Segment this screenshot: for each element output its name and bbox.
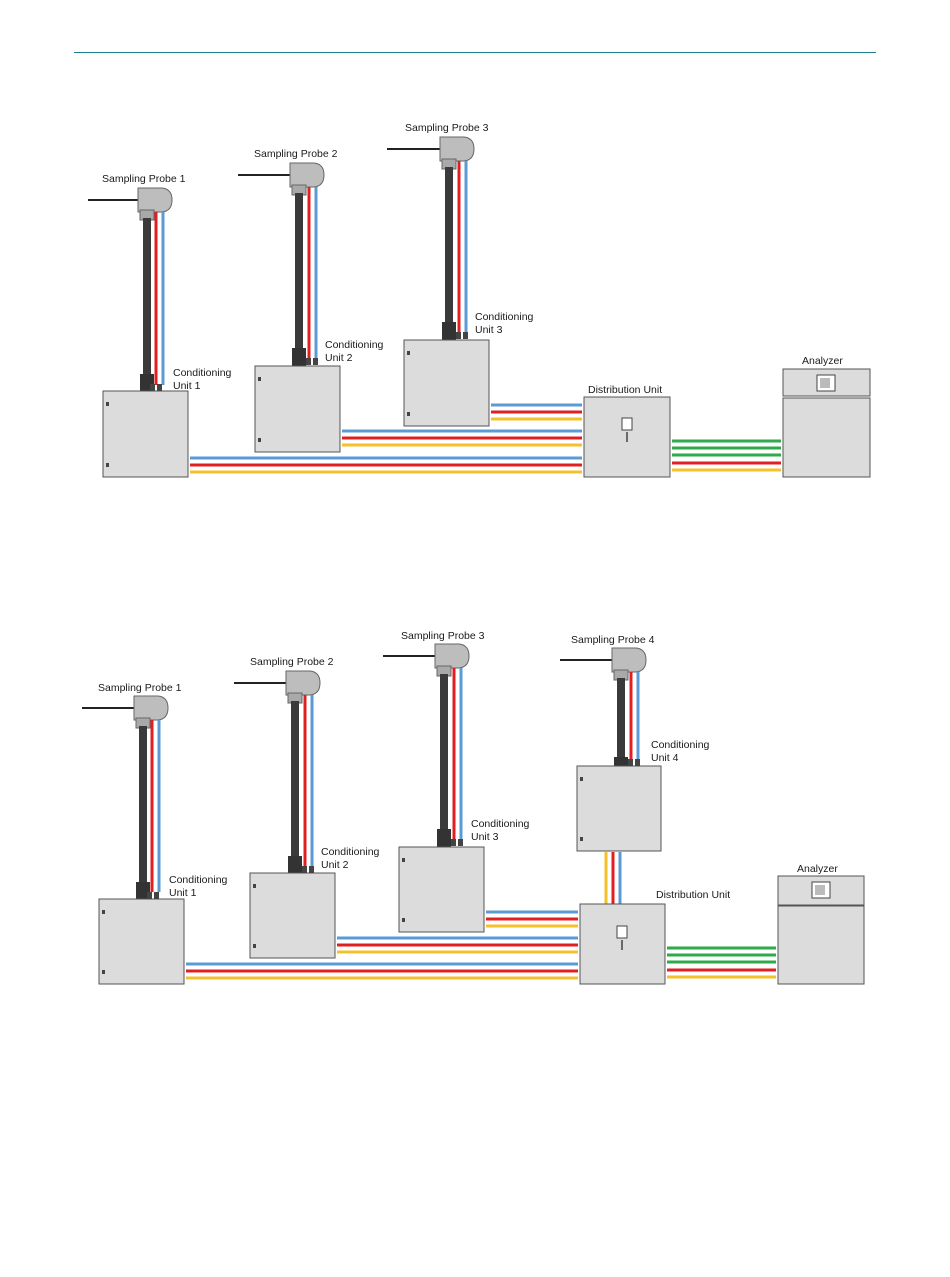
svg-text:Sampling Probe 2: Sampling Probe 2: [250, 656, 334, 668]
svg-text:Unit 1: Unit 1: [173, 380, 201, 392]
sampling-probe-3: Sampling Probe 3: [387, 122, 489, 340]
svg-text:Unit 1: Unit 1: [169, 887, 197, 899]
probe-3-label: Sampling Probe 3: [405, 122, 489, 134]
svg-text:Sampling Probe 3: Sampling Probe 3: [401, 630, 485, 642]
tubes-unit-3: [491, 403, 582, 421]
svg-text:Conditioning: Conditioning: [325, 339, 384, 351]
probe-2-label: Sampling Probe 2: [254, 148, 338, 160]
conditioning-unit-2: Conditioning Unit 2: [254, 339, 384, 453]
tubes-unit-1: [186, 962, 578, 980]
svg-text:Unit 4: Unit 4: [651, 752, 679, 764]
svg-text:Unit 3: Unit 3: [475, 324, 503, 336]
svg-text:Sampling Probe 1: Sampling Probe 1: [98, 682, 182, 694]
svg-text:Conditioning: Conditioning: [475, 311, 534, 323]
conditioning-unit-1: Conditioning Unit 1: [102, 367, 232, 478]
distribution-label: Distribution Unit: [588, 384, 662, 396]
conditioning-unit-4: Conditioning Unit 4: [576, 739, 710, 852]
header-rule: [74, 52, 876, 53]
conditioning-unit-2: Conditioning Unit 2: [249, 846, 380, 959]
tubes-analyzer: [672, 439, 781, 472]
svg-text:Conditioning: Conditioning: [651, 739, 710, 751]
analyzer: Analyzer: [777, 863, 865, 985]
conditioning-unit-3: Conditioning Unit 3: [398, 818, 530, 933]
tubes-unit-1: [190, 456, 582, 474]
tubes-unit-2: [342, 429, 582, 447]
sampling-probe-2: Sampling Probe 2: [238, 148, 338, 366]
probe-1-label: Sampling Probe 1: [102, 173, 186, 185]
distribution-unit: Distribution Unit: [579, 889, 730, 985]
sampling-probe-2: Sampling Probe 2: [234, 656, 334, 874]
tubes-unit-2: [337, 936, 578, 954]
sampling-probe-1: Sampling Probe 1: [88, 173, 186, 392]
tubes-unit-3: [486, 910, 578, 928]
svg-text:Conditioning: Conditioning: [471, 818, 530, 830]
diagram-1: Sampling Probe 1 Sampling Probe 2 Sampli…: [88, 122, 871, 478]
distribution-unit: Distribution Unit: [583, 384, 671, 478]
conditioning-unit-3: Conditioning Unit 3: [403, 311, 534, 427]
analyzer-label: Analyzer: [802, 355, 843, 367]
svg-text:Distribution Unit: Distribution Unit: [656, 889, 730, 901]
conditioning-unit-1: Conditioning Unit 1: [98, 874, 228, 985]
tubes-unit-4: [604, 852, 622, 904]
analyzer: Analyzer: [782, 355, 871, 478]
svg-text:Sampling Probe 4: Sampling Probe 4: [571, 634, 655, 646]
svg-text:Analyzer: Analyzer: [797, 863, 838, 875]
svg-text:Conditioning: Conditioning: [169, 874, 228, 886]
svg-text:Conditioning: Conditioning: [321, 846, 380, 858]
tubes-analyzer: [667, 946, 776, 979]
svg-text:Unit 3: Unit 3: [471, 831, 499, 843]
svg-text:Conditioning: Conditioning: [173, 367, 232, 379]
sampling-probe-1: Sampling Probe 1: [82, 682, 182, 900]
sampling-probe-3: Sampling Probe 3: [383, 630, 485, 847]
svg-text:Unit 2: Unit 2: [321, 859, 349, 871]
sampling-probe-4: Sampling Probe 4: [560, 634, 655, 767]
svg-text:Unit 2: Unit 2: [325, 352, 353, 364]
